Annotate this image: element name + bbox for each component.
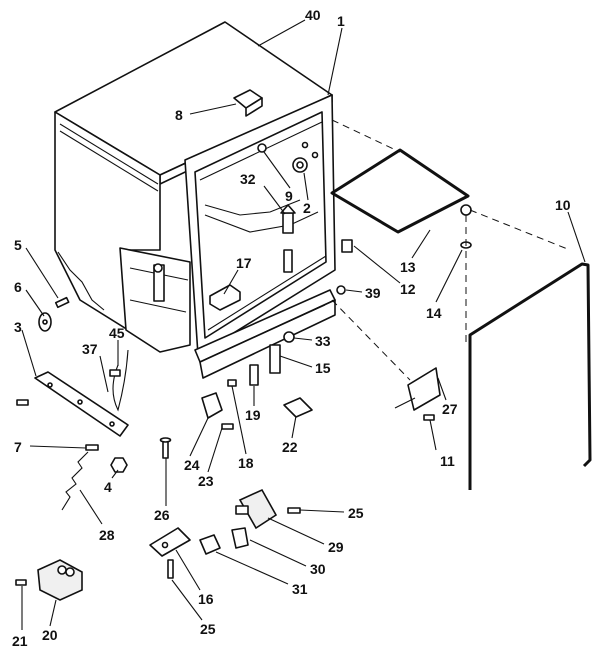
- callout-27: 27: [442, 401, 458, 417]
- center-hardware: [159, 331, 313, 459]
- callout-32: 32: [240, 171, 256, 187]
- callout-26: 26: [154, 507, 170, 523]
- callout-12: 12: [400, 281, 416, 297]
- part-8-bracket: [233, 89, 263, 117]
- leader-lines: [21, 19, 586, 630]
- callout-31: 31: [292, 581, 308, 597]
- callout-45: 45: [109, 325, 125, 341]
- callout-3: 3: [14, 319, 22, 335]
- callout-24: 24: [184, 457, 200, 473]
- callout-14: 14: [426, 305, 442, 321]
- callout-2: 2: [303, 200, 311, 216]
- part-13-rail: [330, 148, 470, 234]
- callout-15: 15: [315, 360, 331, 376]
- callout-4: 4: [104, 479, 112, 495]
- callout-19: 19: [245, 407, 261, 423]
- callout-18: 18: [238, 455, 254, 471]
- callout-5: 5: [14, 237, 22, 253]
- door-frame: [153, 94, 336, 356]
- callout-1: 1: [337, 13, 345, 29]
- callout-40: 40: [305, 7, 321, 23]
- alignment-lines: [331, 119, 571, 381]
- callout-13: 13: [400, 259, 416, 275]
- callout-23: 23: [198, 473, 214, 489]
- callout-10: 10: [555, 197, 571, 213]
- left-hardware: [16, 296, 129, 511]
- callout-8: 8: [175, 107, 183, 123]
- callout-37: 37: [82, 341, 98, 357]
- callout-25-lower: 25: [200, 621, 216, 637]
- callout-16: 16: [198, 591, 214, 607]
- callout-9: 9: [285, 188, 293, 204]
- callout-11: 11: [440, 453, 455, 469]
- callout-21: 21: [12, 633, 28, 649]
- callout-20: 20: [42, 627, 58, 643]
- right-hardware: [336, 239, 441, 421]
- callout-22: 22: [282, 439, 298, 455]
- base-rail: [194, 289, 336, 379]
- callout-7: 7: [14, 439, 22, 455]
- callout-28: 28: [99, 527, 115, 543]
- callout-25-upper: 25: [348, 505, 364, 521]
- callout-17: 17: [236, 255, 252, 271]
- bottom-components: [15, 488, 301, 601]
- callout-labels: 40 1 8 32 9 2 10 5 6 3 45 37 17 13 12 39…: [12, 7, 571, 649]
- part-10-hose: [468, 262, 592, 490]
- callout-30: 30: [310, 561, 326, 577]
- callout-29: 29: [328, 539, 344, 555]
- callout-39: 39: [365, 285, 381, 301]
- callout-33: 33: [315, 333, 331, 349]
- callout-6: 6: [14, 279, 22, 295]
